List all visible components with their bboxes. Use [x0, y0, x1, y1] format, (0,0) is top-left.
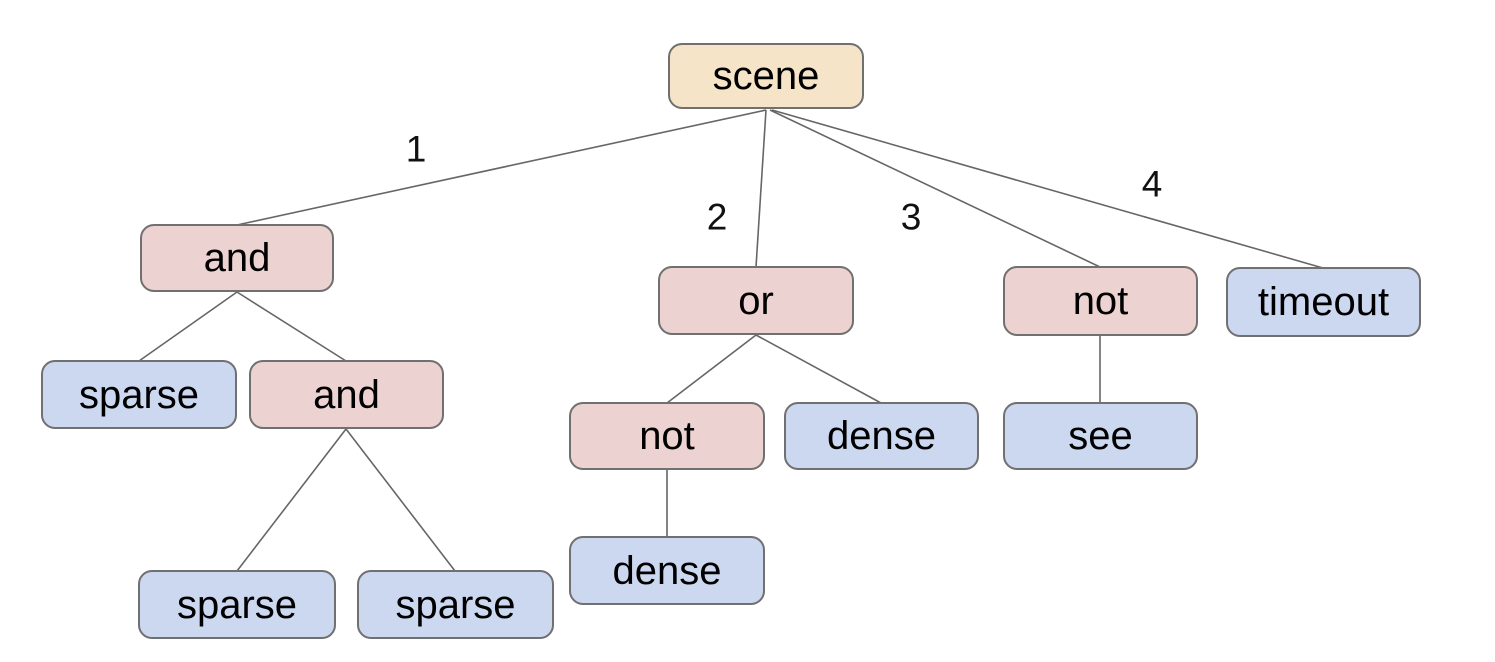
- node-sparse-inner-left: sparse: [138, 570, 336, 639]
- edge-and-sparse: [138, 291, 238, 362]
- node-sparse-inner-right: sparse: [357, 570, 554, 639]
- node-sparse-left: sparse: [41, 360, 237, 429]
- edge-label-2: 2: [706, 196, 728, 238]
- edge-label-1: 1: [405, 128, 427, 170]
- edge-label-4: 4: [1141, 163, 1163, 205]
- node-and-inner: and: [249, 360, 444, 429]
- node-dense-under-or: dense: [784, 402, 979, 470]
- node-not: not: [1003, 266, 1198, 336]
- edge-scene-or: [755, 109, 767, 268]
- edge-scene-timeout: [771, 109, 1324, 269]
- node-see: see: [1003, 402, 1198, 470]
- node-not-under-or: not: [569, 402, 765, 470]
- node-scene: scene: [668, 43, 864, 109]
- node-and: and: [140, 224, 334, 292]
- edge-innerand-sparse-right: [345, 428, 456, 572]
- edge-or-dense: [755, 334, 882, 404]
- edge-innerand-sparse-left: [236, 428, 347, 572]
- edge-label-3: 3: [900, 196, 922, 238]
- node-or: or: [658, 266, 854, 335]
- node-dense-under-not: dense: [569, 536, 765, 605]
- node-timeout: timeout: [1226, 267, 1421, 337]
- edge-scene-not: [769, 109, 1101, 268]
- edge-and-and: [236, 291, 347, 362]
- edge-scene-and: [236, 109, 767, 226]
- edge-or-not: [666, 334, 757, 404]
